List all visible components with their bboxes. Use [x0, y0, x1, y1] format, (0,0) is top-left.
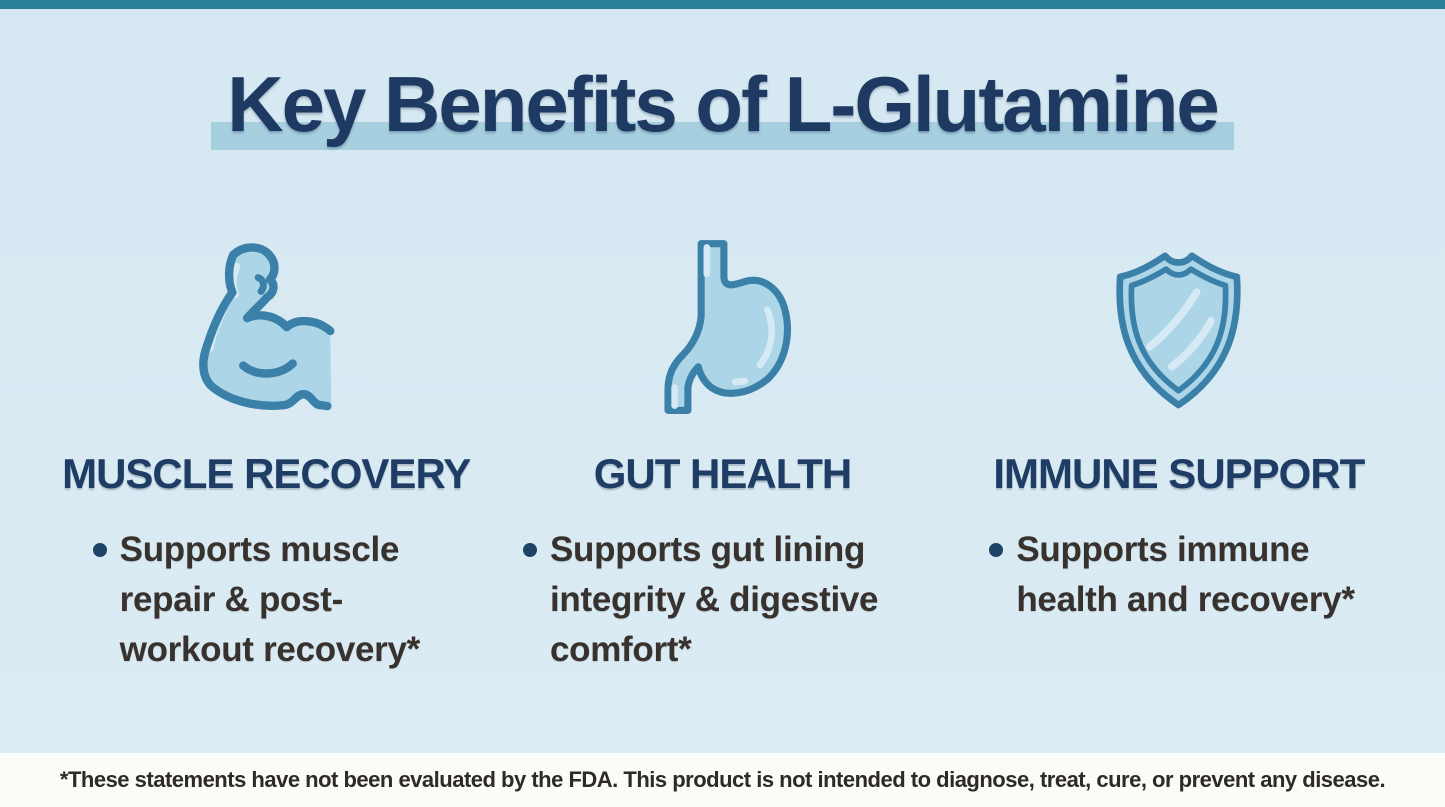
benefit-bullet-immune: Supports immune health and recovery*: [951, 525, 1407, 625]
title-highlight-bar: [211, 122, 1234, 150]
shield-icon: [1102, 237, 1255, 419]
benefit-heading-muscle: MUSCLE RECOVERY: [62, 450, 471, 497]
benefit-heading-gut: GUT HEALTH: [593, 450, 853, 497]
benefit-bullet-text-muscle: Supports muscle repair & post-workout re…: [119, 530, 421, 670]
benefit-column-gut: GUT HEALTH Supports gut lining integrity…: [494, 237, 950, 675]
benefit-column-immune: IMMUNE SUPPORT Supports immune health an…: [951, 237, 1407, 675]
bullet-dot: [522, 543, 537, 558]
title-section: Key Benefits of L-Glutamine: [0, 60, 1445, 150]
benefit-bullet-gut: Supports gut lining integrity & digestiv…: [494, 525, 950, 675]
benefit-bullet-text-immune: Supports immune health and recovery*: [1016, 530, 1355, 620]
benefits-columns: MUSCLE RECOVERY Supports muscle repair &…: [38, 237, 1407, 675]
bicep-icon: [181, 237, 351, 419]
benefit-bullet-muscle: Supports muscle repair & post-workout re…: [38, 525, 494, 675]
bullet-dot: [989, 543, 1004, 558]
stomach-icon: [646, 237, 798, 419]
bullet-dot: [92, 543, 107, 558]
benefit-column-muscle: MUSCLE RECOVERY Supports muscle repair &…: [38, 237, 494, 675]
benefit-heading-immune: IMMUNE SUPPORT: [993, 450, 1365, 497]
disclaimer-text: *These statements have not been evaluate…: [59, 767, 1386, 792]
fda-disclaimer-bar: *These statements have not been evaluate…: [0, 753, 1445, 807]
top-accent-strip: [0, 0, 1445, 9]
page-title: Key Benefits of L-Glutamine: [227, 60, 1219, 148]
benefit-bullet-text-gut: Supports gut lining integrity & digestiv…: [549, 530, 879, 670]
